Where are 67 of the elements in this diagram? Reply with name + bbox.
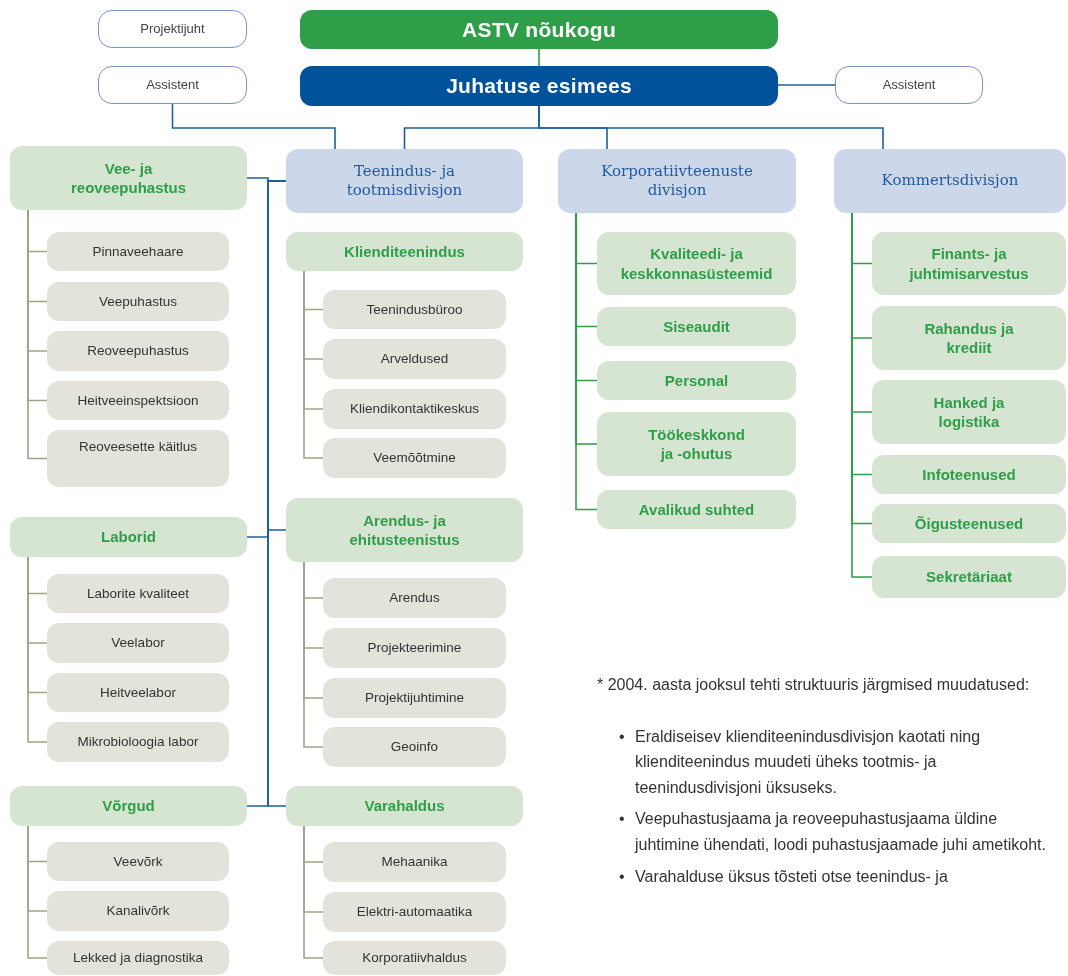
connector-line [303,270,324,459]
unit-box: Rahandus ja krediit [872,306,1066,370]
subunit-box: Kanalivõrk [47,891,229,931]
subunit-box: Projektijuhtimine [323,678,506,718]
connector-line [303,825,324,959]
connector-line [777,84,836,86]
unit-box: Klienditeenindus [286,232,523,271]
unit-box: Sekretäriaat [872,556,1066,598]
connector-line [27,825,48,959]
role-box: Assistent [835,66,983,104]
connector-line [538,48,540,67]
unit-box: Töökeskkond ja -ohutus [597,412,796,476]
unit-box: Võrgud [10,786,247,826]
unit-box: Siseaudit [597,307,796,346]
bullet-item: Varahalduse üksus tõsteti otse teenindus- ja [635,866,949,887]
unit-box: Hanked ja logistika [872,380,1066,444]
chairman-box: Juhatuse esimees [300,66,778,106]
subunit-box: Mehaanika [323,842,506,882]
subunit-box: Korporatiivhaldus [323,941,506,975]
unit-box: Vee- ja reoveepuhastus [10,146,247,210]
subunit-box: Kliendikontaktikeskus [323,389,506,429]
unit-box: Finants- ja juhtimisarvestus [872,232,1066,295]
unit-box: Avalikud suhted [597,490,796,529]
subunit-box: Arveldused [323,339,506,379]
connector-line [27,556,48,743]
subunit-box: Geoinfo [323,727,506,767]
subunit-box: Elektri-automaatika [323,892,506,932]
bullet-mark: • [619,866,626,887]
division-box: Teenindus- ja tootmisdivisjon [286,149,523,213]
bullet-mark: • [619,726,626,747]
role-box: Assistent [98,66,247,104]
bullet-item: Veepuhastusjaama ja reoveepuhastusjaama üldine juhtimine ühendati, loodi puhastusjaamade juhi ametikoht. [635,809,1047,855]
unit-box: Laborid [10,517,247,557]
subunit-box: Projekteerimine [323,628,506,668]
connector-line [171,103,336,150]
bullet-mark: • [619,809,626,830]
unit-box: Infoteenused [872,455,1066,494]
subunit-box: Laborite kvaliteet [47,574,229,613]
unit-box: Kvaliteedi- ja keskkonnasüsteemid [597,232,796,295]
bullet-item: Eraldiseisev klienditeenindusdivisjon kaotati ning klienditeenindus muudeti üheks tootmis- ja teenindusdivisjoni üksuseks. [635,726,982,798]
role-box: Projektijuht [98,10,247,48]
connector-line [575,212,598,511]
subunit-box: Reoveepuhastus [47,331,229,371]
connector-line [303,561,324,748]
subunit-box: Pinnaveehaare [47,232,229,271]
subunit-box: Mikrobioloogia labor [47,722,229,762]
connector-line [538,105,884,150]
subunit-box: Teenindusbüroo [323,290,506,329]
subunit-box: Veevõrk [47,842,229,881]
connector-line [27,209,48,460]
board-box: ASTV nõukogu [300,10,778,49]
subunit-box: Veelabor [47,623,229,663]
subunit-box: Veepuhastus [47,282,229,321]
subunit-box: Heitveelabor [47,673,229,712]
unit-box: Arendus- ja ehitusteenistus [286,498,523,562]
unit-box: Varahaldus [286,786,523,826]
footnote-text: * 2004. aasta jooksul tehti struktuuris järgmised muudatused: [597,675,1031,695]
subunit-box: Veemõõtmine [323,438,506,478]
subunit-box: Heitveeinspektsioon [47,381,229,420]
unit-box: Personal [597,361,796,400]
division-box: Kommertsdivisjon [834,149,1066,213]
subunit-box: Reoveesette käitlus [47,430,229,487]
division-box: Korporatiivteenuste divisjon [558,149,796,213]
subunit-box: Arendus [323,578,506,618]
connector-line [267,180,287,807]
unit-box: Õigusteenused [872,504,1066,543]
subunit-box: Lekked ja diagnostika [47,941,229,975]
